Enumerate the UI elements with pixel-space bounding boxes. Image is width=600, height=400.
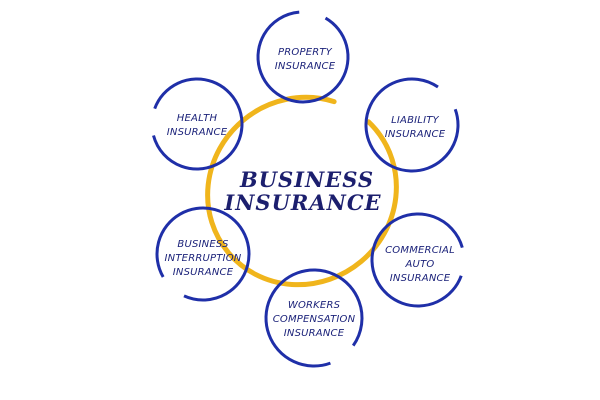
node-workers-compensation-label-line-1: WORKERS bbox=[288, 300, 341, 311]
node-business-interruption-label-line-2: INTERRUPTION bbox=[165, 253, 242, 264]
node-commercial-auto-label-line-2: AUTO bbox=[405, 259, 435, 270]
node-property-label-line-2: INSURANCE bbox=[275, 61, 336, 72]
node-property-label-line-1: PROPERTY bbox=[278, 47, 333, 58]
node-business-interruption-circle bbox=[155, 206, 251, 302]
node-liability-label-line-2: INSURANCE bbox=[385, 129, 446, 140]
node-liability-circle bbox=[364, 77, 460, 173]
node-workers-compensation: WORKERS COMPENSATION INSURANCE bbox=[264, 268, 364, 368]
center-title-line-2: INSURANCE bbox=[223, 190, 381, 215]
node-liability: LIABILITY INSURANCE bbox=[364, 77, 460, 173]
node-workers-compensation-circle bbox=[264, 268, 364, 368]
node-business-interruption: BUSINESS INTERRUPTION INSURANCE bbox=[155, 206, 251, 302]
node-commercial-auto-label-line-3: INSURANCE bbox=[390, 273, 451, 284]
node-health-label-line-2: INSURANCE bbox=[167, 127, 228, 138]
node-business-interruption-label-line-3: INSURANCE bbox=[173, 267, 234, 278]
node-liability-label-line-1: LIABILITY bbox=[391, 115, 439, 126]
center-title-line-1: BUSINESS bbox=[239, 167, 374, 192]
node-health-circle bbox=[150, 77, 244, 171]
node-property-circle bbox=[256, 10, 350, 104]
node-commercial-auto-circle bbox=[370, 212, 466, 308]
node-health: HEALTH INSURANCE bbox=[150, 77, 244, 171]
node-workers-compensation-label-line-2: COMPENSATION bbox=[273, 314, 356, 325]
node-property: PROPERTY INSURANCE bbox=[256, 10, 350, 104]
node-health-label-line-1: HEALTH bbox=[177, 113, 218, 124]
node-commercial-auto-label-line-1: COMMERCIAL bbox=[385, 245, 455, 256]
node-commercial-auto: COMMERCIAL AUTO INSURANCE bbox=[370, 212, 466, 308]
node-business-interruption-label-line-1: BUSINESS bbox=[177, 239, 229, 250]
node-workers-compensation-label-line-3: INSURANCE bbox=[284, 328, 345, 339]
